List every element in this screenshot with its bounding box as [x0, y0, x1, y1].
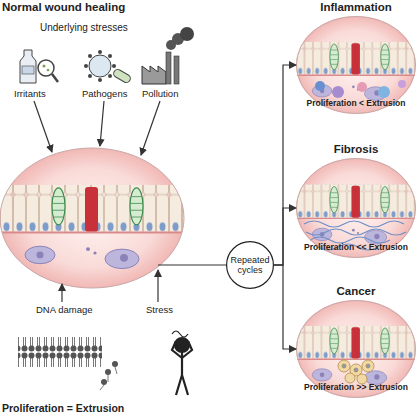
- balance-label: Proliferation << Extrusion: [276, 242, 420, 252]
- irritant-icon: [52, 74, 58, 82]
- pollution-icon: [174, 56, 179, 84]
- pathogen-icon: [88, 74, 92, 78]
- irritant-icon: [47, 69, 50, 72]
- tissue-outline: [0, 148, 184, 288]
- irritant-icon: [22, 66, 34, 74]
- membrane-icon: [105, 369, 111, 375]
- outcome-ellipse: InflammationProliferation < Extrusion: [296, 16, 416, 114]
- panel-title: Normal wound healing: [2, 1, 125, 13]
- tumor-cell: [338, 360, 374, 384]
- cycle-circle: Repeated cycles: [226, 241, 274, 289]
- immune-cell: [357, 82, 367, 92]
- stress-label: DNA damage: [36, 304, 93, 315]
- pollution-icon: [142, 66, 166, 84]
- pollution-icon: [142, 27, 194, 84]
- outcome-ellipse: CancerProliferation >> Extrusion: [296, 300, 416, 398]
- tumor-cell: [342, 364, 346, 368]
- stress-arrow: [157, 270, 158, 302]
- normal-tissue: [0, 148, 184, 288]
- pathogen-icon: [108, 54, 112, 58]
- cycle-outline: [227, 242, 274, 289]
- outcome-title: Inflammation: [276, 1, 420, 13]
- stress-label: Irritants: [14, 88, 46, 99]
- stressed-person: [175, 338, 189, 352]
- stress-label: Pathogens: [82, 88, 127, 99]
- balance-label: Proliferation >> Extrusion: [276, 382, 420, 392]
- pathogen-icon: [88, 54, 92, 58]
- stress-arrow: [61, 284, 62, 302]
- membrane-icon: [101, 379, 107, 385]
- group-label: Underlying stresses: [40, 22, 128, 33]
- collagen-fiber: [306, 229, 406, 235]
- pathogen-icon: [84, 50, 132, 84]
- immune-cell: [315, 81, 325, 91]
- tumor-cell: [345, 373, 355, 383]
- stress-label: Stress: [146, 304, 173, 315]
- outcome-title: Cancer: [276, 285, 420, 297]
- outcome-title: Fibrosis: [276, 143, 420, 155]
- stress-label: Pollution: [142, 88, 178, 99]
- membrane-icon: [18, 335, 118, 390]
- membrane-icon: [100, 367, 117, 390]
- pathogen-icon: [84, 64, 88, 68]
- immune-cell: [315, 80, 406, 98]
- membrane-icon: [18, 335, 102, 367]
- stressed-person: [172, 331, 188, 337]
- pathogen-icon: [108, 74, 112, 78]
- irritant-icon: [43, 65, 46, 68]
- stress-arrow: [34, 101, 160, 302]
- pathogen-icon: [98, 78, 102, 82]
- tumor-cell: [362, 360, 374, 372]
- immune-cell: [398, 80, 406, 88]
- stress-arrow: [100, 101, 104, 146]
- tumor-cell: [354, 368, 358, 372]
- tumor-cell: [366, 364, 370, 368]
- cycle-connector: [158, 264, 228, 265]
- pathogen-icon: [89, 55, 111, 77]
- branch-arrow: [274, 65, 296, 265]
- immune-cell: [332, 86, 344, 98]
- irritant-icon: [20, 50, 58, 83]
- tumor-cell: [338, 360, 350, 372]
- collagen-fiber: [304, 221, 404, 227]
- stress-arrow: [141, 101, 160, 155]
- stressed-person: [172, 331, 192, 395]
- immune-cell: [378, 86, 390, 98]
- branch-arrow: [274, 208, 296, 265]
- branch-arrow: [274, 265, 296, 349]
- pathogen-icon: [112, 64, 116, 68]
- pathogen-icon: [98, 50, 102, 54]
- pathogen-icon: [112, 68, 132, 84]
- balance-label: Proliferation = Extrusion: [2, 402, 124, 414]
- outcome-ellipse: FibrosisProliferation << Extrusion: [296, 158, 416, 258]
- balance-label: Proliferation < Extrusion: [276, 98, 420, 108]
- pollution-icon: [180, 27, 194, 41]
- irritant-icon: [38, 60, 54, 76]
- stressed-person: [172, 341, 192, 395]
- node-label: Repeated cycles: [226, 255, 274, 275]
- stress-arrow: [34, 101, 52, 152]
- pollution-icon: [166, 52, 171, 84]
- irritant-icon: [20, 50, 36, 83]
- membrane-icon: [112, 361, 118, 367]
